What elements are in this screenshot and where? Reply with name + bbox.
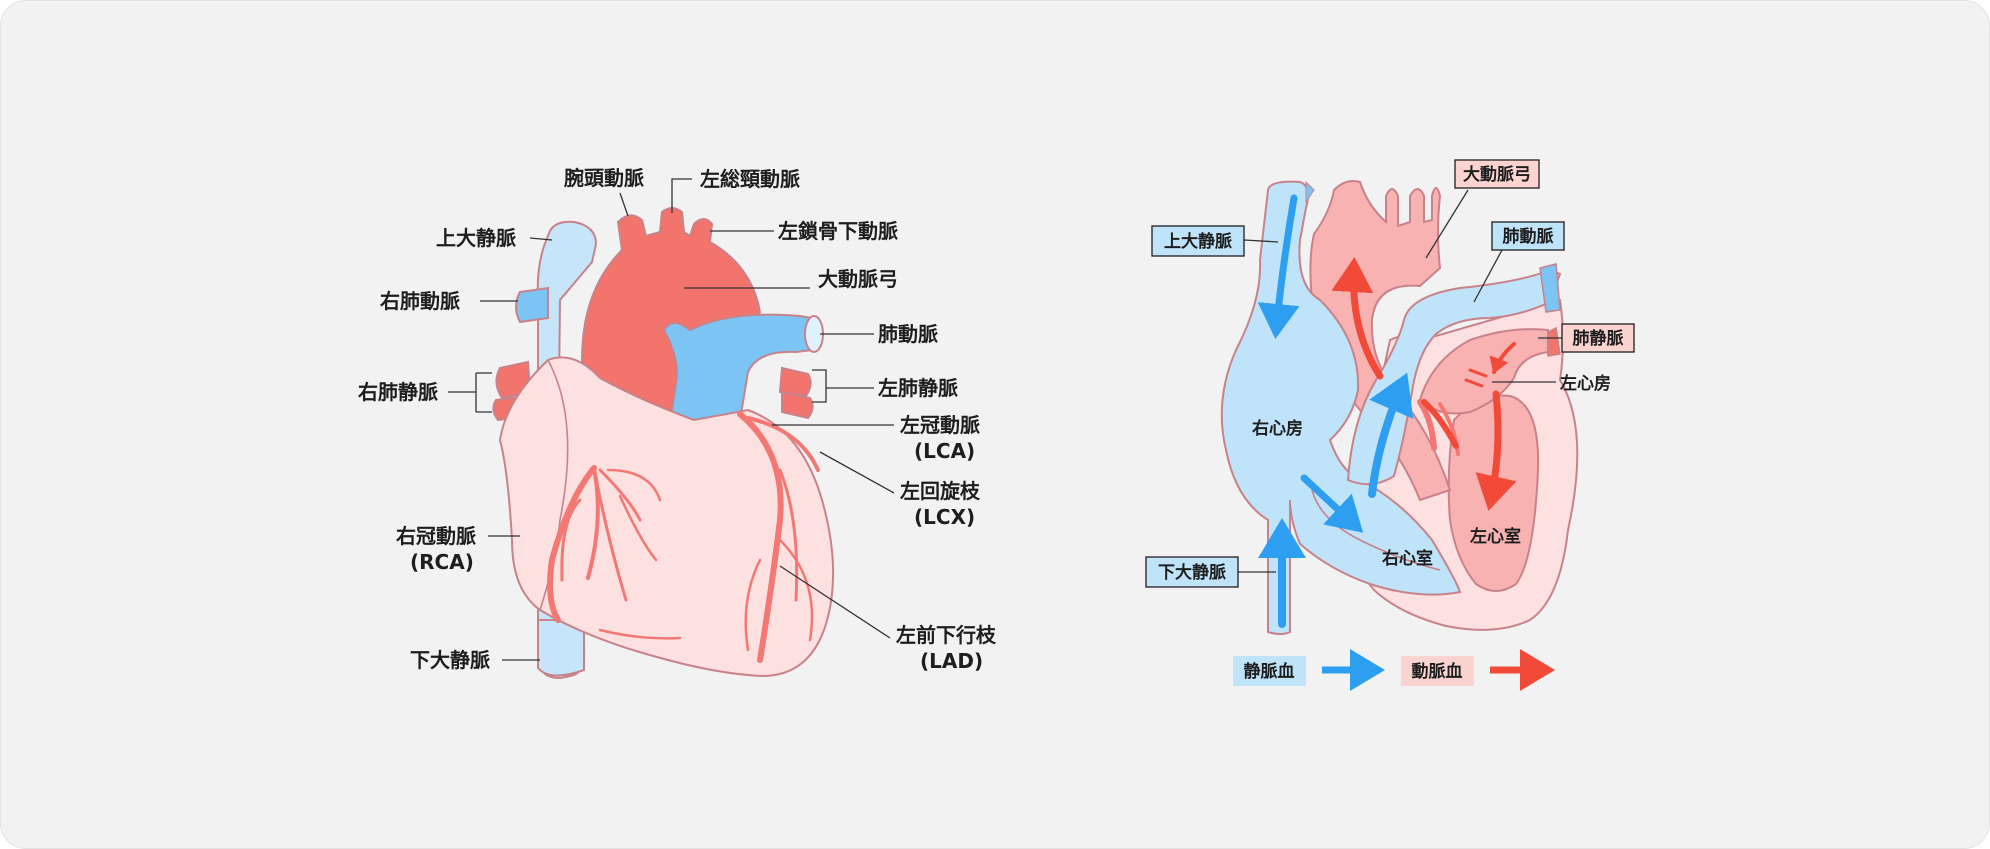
- label-svc-right: 上大静脈: [1164, 231, 1232, 252]
- label-pulmonary-artery: 肺動脈: [878, 322, 938, 346]
- pulmonary-vein-stub: [1547, 326, 1561, 357]
- arrow-lv-outflow: [1421, 399, 1459, 449]
- label-superior-vena-cava: 上大静脈: [436, 226, 516, 250]
- arrow-pv-in: [1489, 342, 1516, 374]
- label-rca-abbr: (RCA): [410, 550, 474, 574]
- left-pulmonary-vein-lower: [781, 390, 814, 420]
- arrow-svc-down: [1257, 194, 1300, 339]
- coronary-arteries: [547, 411, 820, 663]
- arrow-ra-to-rv: [1300, 474, 1364, 533]
- label-right-pulmonary-artery: 右肺動脈: [380, 289, 460, 313]
- label-aortic-arch-box: 大動脈弓: [1454, 159, 1540, 189]
- label-right-atrium: 右心房: [1252, 418, 1303, 439]
- legend-venous-swatch: [1233, 656, 1306, 686]
- label-lcx-abbr: (LCX): [914, 505, 975, 529]
- pulmonary-trunk-shape: [1346, 268, 1562, 486]
- label-svc-box: 上大静脈: [1151, 225, 1245, 257]
- label-brachiocephalic-artery: 腕頭動脈: [563, 166, 644, 190]
- label-left-atrium: 左心房: [1560, 373, 1611, 394]
- label-lca: 左冠動脈: [900, 413, 980, 437]
- mitral-valve: [1417, 399, 1437, 451]
- label-lad-abbr: (LAD): [920, 649, 983, 673]
- label-aortic-arch-right: 大動脈弓: [1463, 164, 1531, 185]
- svc-opening: [1305, 180, 1315, 204]
- label-rca: 右冠動脈: [396, 524, 476, 548]
- label-aortic-arch: 大動脈弓: [818, 267, 898, 291]
- label-ivc-right: 下大静脈: [1158, 562, 1226, 583]
- mitral-valve-leaflet: [1438, 402, 1460, 456]
- label-right-pulmonary-vein: 右肺静脈: [358, 380, 438, 404]
- label-pulmonary-vein-right: 肺静脈: [1573, 328, 1624, 349]
- label-pulmonary-artery-box: 肺動脈: [1491, 221, 1565, 251]
- label-lad: 左前下行枝: [896, 623, 997, 647]
- flow-arrows: [1257, 194, 1517, 628]
- arrow-aorta-up: [1331, 257, 1384, 380]
- heart-cross-section-diagram: 大動脈弓 上大静脈 肺動脈 肺静脈 下大静脈 左心房 右心房 左心室 右心室 静…: [1145, 159, 1635, 691]
- legend: 静脈血 動脈血: [1233, 649, 1555, 691]
- label-pulmonary-vein-box: 肺静脈: [1561, 323, 1635, 353]
- external-heart-diagram: 腕頭動脈 左総頸動脈 左鎖骨下動脈 上大静脈 大動脈弓 右肺動脈 肺動脈 右肺静…: [358, 166, 997, 680]
- legend-arterial-label: 動脈血: [1412, 661, 1463, 682]
- inferior-vena-cava-shape: [537, 619, 585, 677]
- arrow-la-to-lv: [1475, 390, 1517, 511]
- label-left-common-carotid: 左総頸動脈: [700, 167, 800, 191]
- legend-arterial-swatch: [1401, 656, 1474, 686]
- label-left-subclavian: 左鎖骨下動脈: [778, 219, 898, 243]
- label-left-pulmonary-vein: 左肺静脈: [878, 376, 958, 400]
- left-pulmonary-vein-upper: [778, 366, 812, 398]
- arrow-la-swirl-2: [1464, 378, 1484, 388]
- label-right-ventricle: 右心室: [1382, 548, 1433, 569]
- label-lcx: 左回旋枝: [900, 479, 981, 503]
- arrow-la-swirl-1: [1468, 368, 1488, 378]
- arrow-rv-to-pa: [1368, 372, 1414, 498]
- label-pulmonary-artery-right: 肺動脈: [1503, 226, 1554, 247]
- label-inferior-vena-cava: 下大静脈: [410, 648, 490, 672]
- label-lca-abbr: (LCA): [914, 439, 975, 463]
- label-ivc-box: 下大静脈: [1145, 556, 1239, 588]
- legend-venous-label: 静脈血: [1244, 661, 1295, 682]
- pulmonary-artery-branch: [1539, 263, 1561, 313]
- label-left-ventricle: 左心室: [1470, 526, 1521, 547]
- right-ventricle-edge: [1311, 489, 1441, 571]
- heart-body-shape: [498, 356, 835, 678]
- left-atrium-shape: [1418, 328, 1549, 415]
- right-pulmonary-artery-shape: [515, 286, 549, 324]
